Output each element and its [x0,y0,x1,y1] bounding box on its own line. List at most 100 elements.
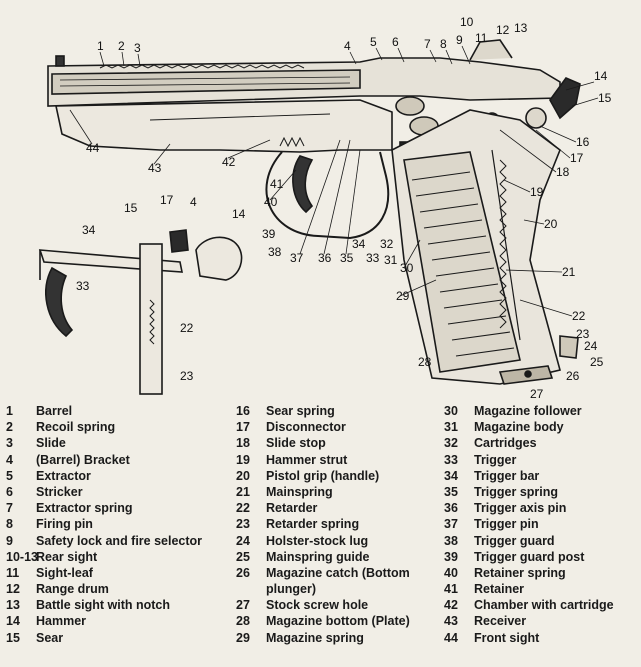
legend-item-continuation: plunger) [266,582,316,597]
legend-label: Trigger bar [474,468,540,483]
stock-screw-hole [524,370,532,378]
pistol-drawing [47,39,581,385]
legend-number: 25 [236,549,250,564]
legend-number: 37 [444,517,458,532]
legend-label: (Barrel) Bracket [36,452,130,467]
callout-13: 13 [514,21,528,35]
receiver [55,99,393,153]
legend-label: Sight-leaf [36,565,93,580]
legend-label: Retainer [474,582,525,597]
mainspring [499,159,507,329]
callout-18: 18 [556,165,570,179]
legend-label: Mainspring [266,484,333,499]
trigger [292,155,314,214]
inset-callout-15: 15 [124,201,138,215]
holster-stock-lug [559,335,579,359]
legend-number: 24 [236,533,250,548]
callout-10: 10 [460,15,474,29]
pistol-cutaway-diagram: 1 2 3 4 5 6 7 8 9 10 11 12 13 14 15 16 1… [38,15,612,400]
legend-label: Recoil spring [36,420,116,435]
callout-5: 5 [370,35,377,49]
legend-number: 18 [236,436,250,451]
legend-number: 4 [6,452,13,467]
legend-label: Magazine bottom (Plate) [266,614,410,629]
inset-callout-33: 33 [76,279,90,293]
legend-label: Trigger [474,452,517,467]
callout-19: 19 [530,185,544,199]
legend-number: 6 [6,484,13,499]
inset-spring [149,299,155,345]
legend-label: Safety lock and fire selector [36,533,203,548]
callout-27: 27 [530,387,544,400]
callout-2: 2 [118,39,125,53]
legend-number: 7 [6,501,13,516]
legend-label: Sear spring [266,404,335,418]
legend-number: 34 [444,468,458,483]
inset-callout-4: 4 [190,195,197,209]
legend-label: Battle sight with notch [36,598,171,613]
legend-label: Extractor [36,468,91,483]
callout-28: 28 [418,355,432,369]
legend-label: Firing pin [36,517,93,532]
legend-item: 34 Trigger bar [444,468,634,484]
callout-23: 23 [576,327,590,341]
callout-1: 1 [97,39,104,53]
legend-label: Retarder [266,501,318,516]
legend-label: Rear sight [36,549,98,564]
legend-label: Magazine body [474,420,564,435]
legend-item: 10-13Rear sight [6,549,226,565]
callout-17: 17 [570,151,584,165]
legend-item: 29 Magazine spring [236,630,436,646]
callout-33: 33 [366,251,380,265]
inset-callout-17: 17 [160,193,174,207]
barrel [51,69,361,95]
callout-35: 35 [340,251,354,265]
legend-number: 30 [444,404,458,418]
legend-number: 27 [236,598,250,613]
inset-callout-14: 14 [232,207,246,221]
callout-16: 16 [576,135,590,149]
callout-15: 15 [598,91,612,105]
inset-callout-22: 22 [180,321,194,335]
callout-22: 22 [572,309,586,323]
legend-label: Magazine spring [266,630,364,645]
inset-sear [169,229,189,253]
legend-number: 21 [236,484,250,499]
legend-label: Trigger pin [474,517,539,532]
inset-trigger [45,266,74,338]
legend-label: Stricker [36,484,83,499]
legend-number: 41 [444,582,458,597]
callout-labels: 1 2 3 4 5 6 7 8 9 10 11 12 13 14 15 16 1… [76,15,612,400]
legend-item: 37 Trigger pin [444,516,634,532]
legend-number: 29 [236,630,250,645]
callout-42: 42 [222,155,236,169]
callout-9: 9 [456,33,463,47]
magazine-body [403,151,521,373]
legend-number: 31 [444,420,458,435]
legend-number: 23 [236,517,250,532]
magazine-spring [411,171,515,357]
callout-37: 37 [290,251,304,265]
legend-number: 42 [444,598,458,613]
legend-label: Holster-stock lug [266,533,369,548]
legend-label: Magazine catch (Bottom [266,565,410,580]
